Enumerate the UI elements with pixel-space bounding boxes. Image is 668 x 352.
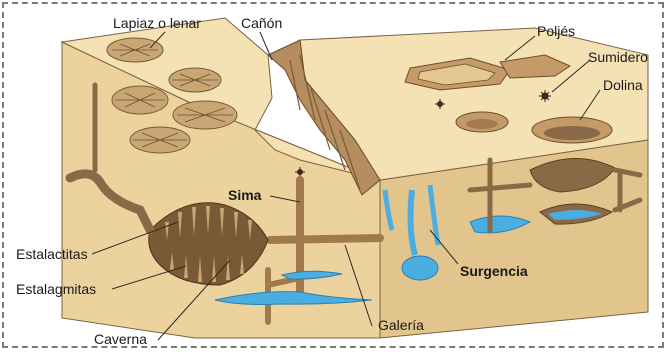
label-surgencia: Surgencia: [460, 263, 528, 279]
label-caverna: Caverna: [94, 331, 147, 347]
label-poljes: Poljés: [537, 23, 575, 39]
label-lapiaz: Lapiaz o lenar: [113, 15, 201, 31]
label-estalactitas: Estalactitas: [16, 246, 88, 262]
galeria-passage: [270, 238, 380, 240]
label-dolina: Dolina: [603, 77, 643, 93]
label-sima: Sima: [228, 187, 262, 203]
label-estalagmitas: Estalagmitas: [16, 281, 96, 297]
label-galeria: Galería: [378, 317, 424, 333]
label-sumidero: Sumidero: [588, 49, 648, 65]
label-canon: Cañón: [241, 15, 282, 31]
